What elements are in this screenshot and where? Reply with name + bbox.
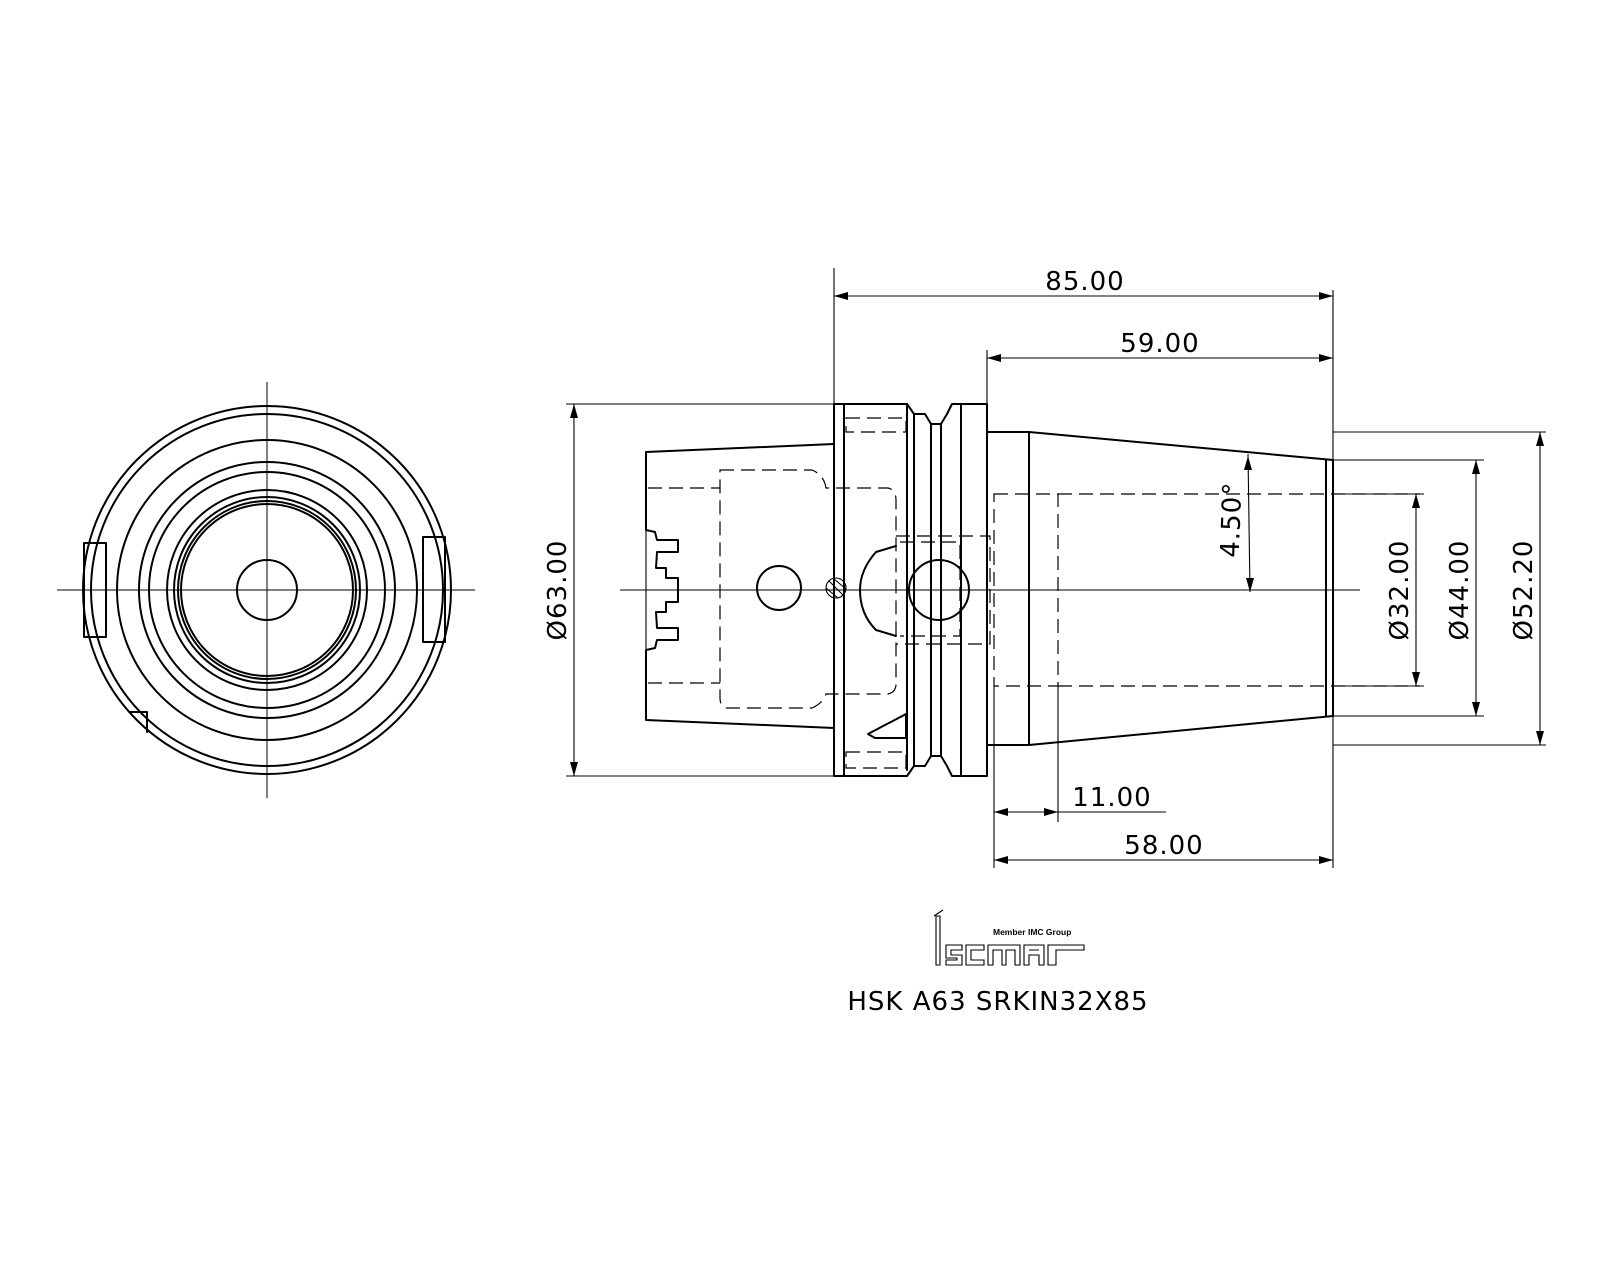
dim-63-diameter: Ø63.00 [543,540,573,641]
dim-52-diameter: Ø52.20 [1509,540,1539,641]
coolant-port [859,545,897,637]
part-title: HSK A63 SRKIN32X85 [847,987,1148,1017]
hsk-shank-outline [645,443,835,729]
dimension-lines [566,268,1546,868]
dim-59: 59.00 [1120,329,1199,359]
bore-circle [236,559,298,621]
dim-32-diameter: Ø32.00 [1385,540,1415,641]
dim-85: 85.00 [1045,267,1124,297]
tapered-body-outline [986,431,1334,746]
logo-tagline: Member IMC Group [993,927,1071,937]
dim-44-diameter: Ø44.00 [1445,540,1475,641]
nose-circle [166,489,368,691]
right-drive-slot [422,536,446,643]
flange-cross-hole [908,559,970,621]
iscar-logo: Member IMC Group [933,909,1085,966]
dim-taper-angle: 4.50° [1216,481,1249,558]
left-drive-slot [83,542,107,638]
end-view [57,382,475,798]
dim-11: 11.00 [1072,783,1151,813]
dim-58: 58.00 [1124,831,1203,861]
shank-cross-hole [756,565,802,611]
side-view [620,403,1420,777]
